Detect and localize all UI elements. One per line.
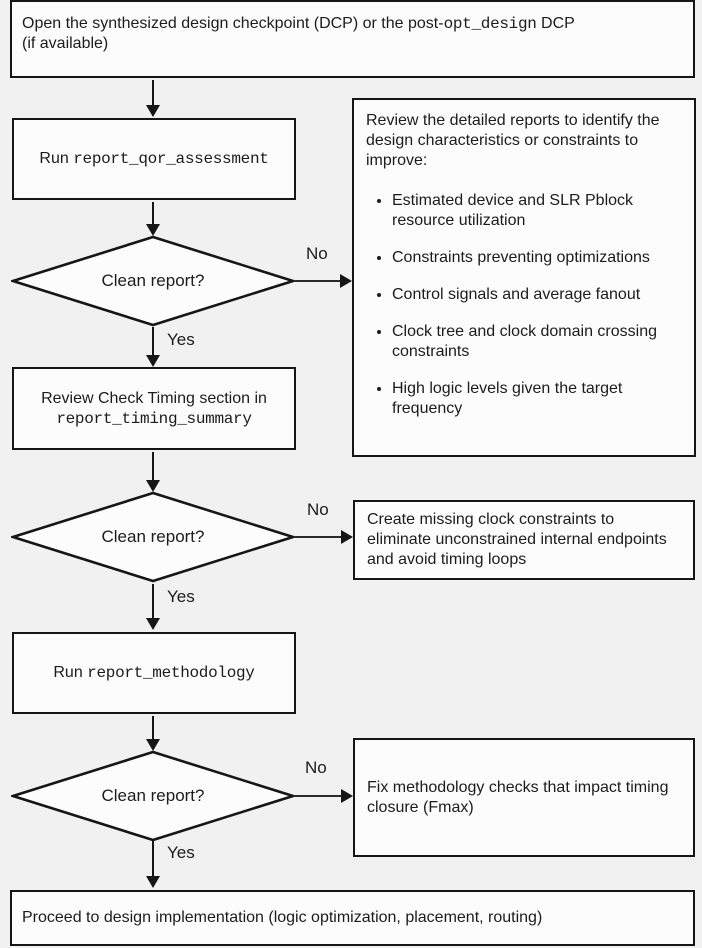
open-dcp-text-suffix: DCP [536, 15, 575, 32]
run-qor-label: Run report_qor_assessment [39, 149, 268, 169]
arrow-head-right-icon [340, 274, 352, 288]
arrow-head-down-icon [146, 618, 160, 630]
branch-label-no-3: No [305, 758, 327, 777]
open-dcp-code: opt_design [443, 15, 537, 33]
branch-label-no-2: No [307, 500, 329, 519]
node-fix-methodology: Fix methodology checks that impact timin… [353, 738, 695, 857]
arrow-head-right-icon [341, 789, 353, 803]
arrow-down-3 [146, 452, 160, 492]
branch-label-yes-2: Yes [167, 587, 195, 606]
arrow-no-2 [295, 530, 353, 544]
arrow-head-down-icon [146, 224, 160, 236]
arrow-shaft [151, 840, 155, 876]
list-item: Clock tree and clock domain crossing con… [392, 322, 682, 362]
list-item: Control signals and average fanout [392, 285, 682, 305]
fix-methodology-text: Fix methodology checks that impact timin… [367, 778, 669, 816]
node-review-check-timing: Review Check Timing section in report_ti… [12, 367, 296, 450]
arrow-head-down-icon [146, 876, 160, 888]
list-item: High logic levels given the target frequ… [392, 379, 682, 419]
arrow-shaft [151, 327, 155, 355]
check-timing-code: report_timing_summary [56, 409, 252, 428]
arrow-shaft [151, 584, 155, 618]
list-item: Constraints preventing optimizations [392, 248, 682, 268]
arrow-head-down-icon [146, 355, 160, 367]
node-create-clock-constraints: Create missing clock constraints to elim… [353, 500, 695, 580]
arrow-yes-1 [146, 327, 160, 367]
arrow-no-1 [295, 274, 352, 288]
arrow-down-2 [146, 202, 160, 236]
arrow-shaft [151, 452, 155, 480]
run-qor-prefix: Run [39, 150, 74, 167]
branch-label-yes-3: Yes [167, 843, 195, 862]
arrow-shaft [295, 535, 341, 539]
run-methodology-prefix: Run [53, 664, 88, 681]
run-qor-code: report_qor_assessment [73, 150, 269, 168]
node-proceed-implementation: Proceed to design implementation (logic … [10, 890, 695, 946]
open-dcp-text-prefix: Open the synthesized design checkpoint (… [22, 15, 444, 32]
arrow-head-right-icon [341, 530, 353, 544]
decision-clean-report-1: Clean report? [11, 235, 295, 327]
arrow-shaft [295, 794, 341, 798]
decision-2-label: Clean report? [101, 527, 205, 546]
node-open-dcp: Open the synthesized design checkpoint (… [10, 0, 695, 78]
diamond-shape-icon [11, 750, 295, 842]
review-reports-intro: Review the detailed reports to identify … [366, 112, 660, 169]
create-clock-constraints-text: Create missing clock constraints to elim… [367, 511, 667, 568]
branch-label-yes-1: Yes [167, 330, 195, 349]
review-reports-list: Estimated device and SLR Pblock resource… [366, 191, 682, 419]
node-review-reports: Review the detailed reports to identify … [352, 98, 696, 457]
node-run-qor-assessment: Run report_qor_assessment [12, 118, 296, 200]
open-dcp-line2: (if available) [22, 35, 109, 52]
arrow-down-1 [146, 80, 160, 117]
arrow-shaft [295, 279, 340, 283]
arrow-head-down-icon [146, 739, 160, 751]
open-dcp-line1: Open the synthesized design checkpoint (… [22, 14, 683, 34]
diamond-shape-icon [11, 235, 295, 327]
arrow-yes-2 [146, 584, 160, 630]
arrow-no-3 [295, 789, 353, 803]
arrow-shaft [151, 716, 155, 739]
node-run-methodology: Run report_methodology [12, 632, 296, 714]
proceed-text: Proceed to design implementation (logic … [22, 909, 543, 926]
decision-clean-report-2: Clean report? [11, 491, 295, 583]
check-timing-line1: Review Check Timing section in [41, 389, 267, 407]
run-methodology-code: report_methodology [87, 664, 255, 682]
arrow-head-down-icon [146, 480, 160, 492]
decision-3-label: Clean report? [101, 786, 205, 805]
arrow-shaft [151, 202, 155, 224]
arrow-yes-3 [146, 840, 160, 888]
run-methodology-label: Run report_methodology [53, 663, 255, 683]
diamond-shape-icon [11, 491, 295, 583]
arrow-shaft [151, 80, 155, 105]
decision-1-label: Clean report? [101, 271, 205, 290]
decision-clean-report-3: Clean report? [11, 750, 295, 842]
branch-label-no-1: No [306, 244, 328, 263]
list-item: Estimated device and SLR Pblock resource… [392, 191, 682, 231]
arrow-down-4 [146, 716, 160, 751]
arrow-head-down-icon [146, 105, 160, 117]
